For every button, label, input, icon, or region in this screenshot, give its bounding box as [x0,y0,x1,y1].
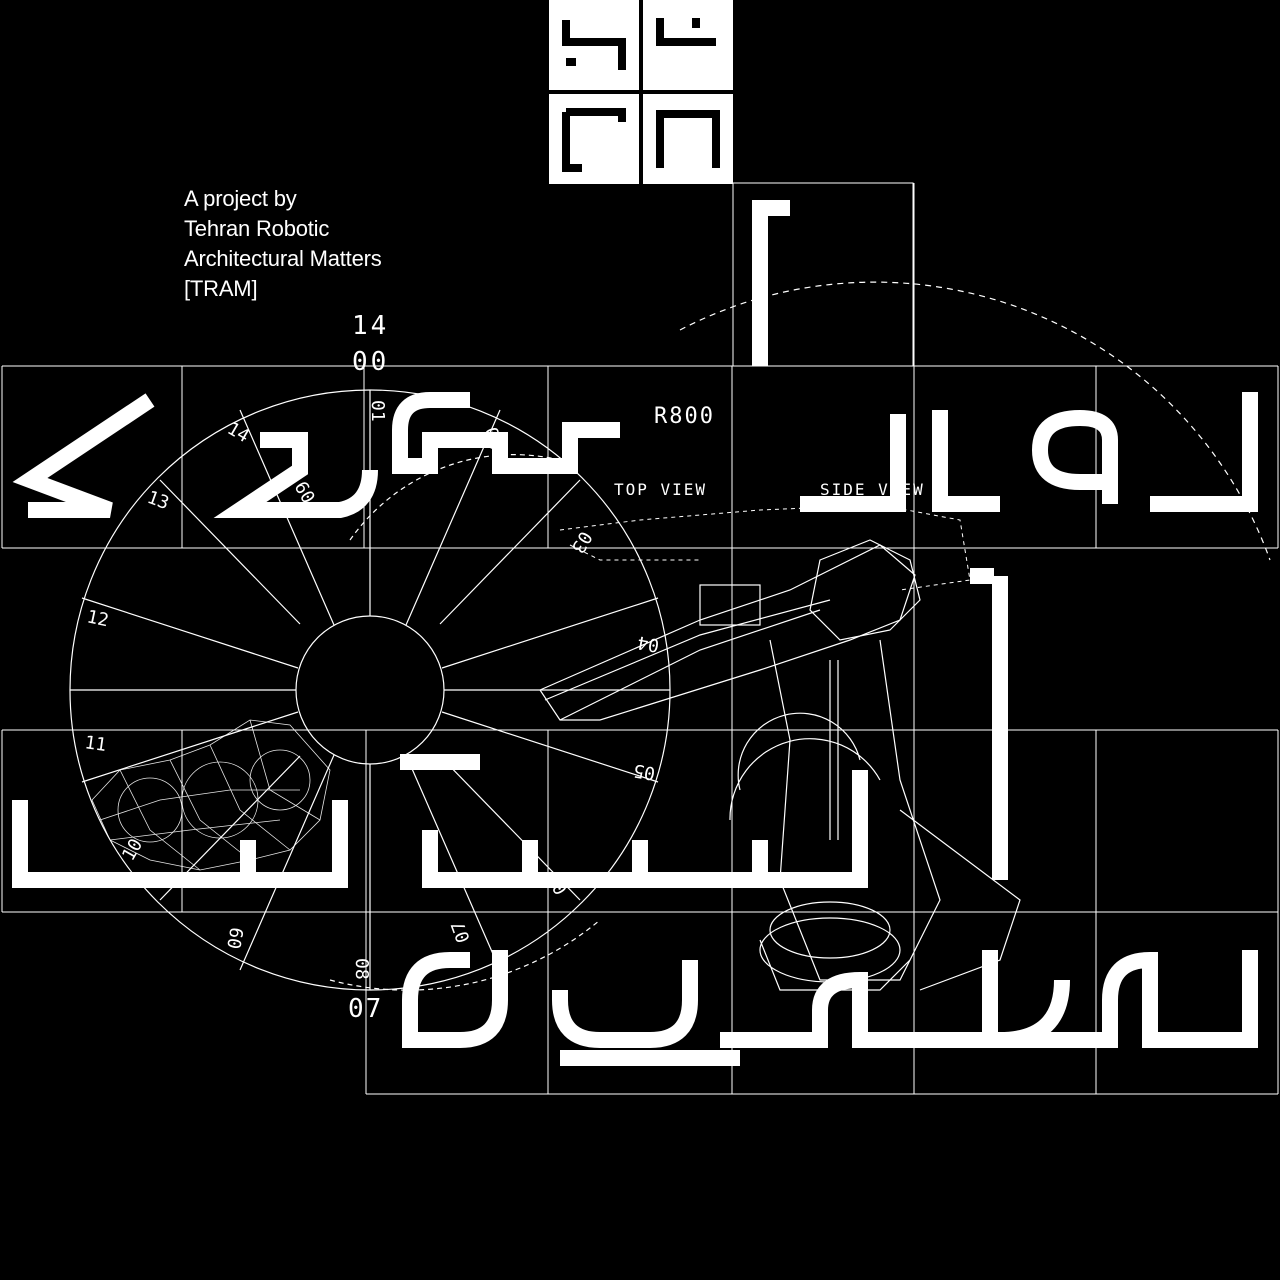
dial-diagram [69,281,1271,991]
radius-label: R800 [654,404,715,429]
tram-logo [549,0,733,184]
credit-line-3: Architectural Matters [184,246,382,271]
robot-arm-drawing [539,539,1021,991]
side-view-label: SIDE VIEW [820,480,925,499]
dial-label: 01 [367,400,388,422]
dial-label: 04 [636,631,661,655]
dial-label: 08 [351,958,372,980]
dial-label: 07 [448,918,475,946]
dial-label: 03 [567,528,596,557]
year-label: 14 00 [352,308,389,380]
dial-label: 11 [83,732,107,756]
dial-label: 09 [224,926,248,951]
top-view-label: TOP VIEW [614,480,708,499]
wireframe-rock [91,719,331,871]
year-top: 14 [352,311,390,341]
credit-line-2: Tehran Robotic [184,216,330,241]
dial-label: 05 [632,759,657,783]
dial-label: 12 [85,606,111,631]
year-bottom: 00 [352,347,390,377]
dial-label: 13 [144,487,172,514]
dial-label: 14 [224,418,253,447]
layout-grid [1,182,1279,1095]
year-small-label: 07 [348,994,384,1024]
project-credit: A project by Tehran Robotic Architectura… [184,184,382,304]
credit-line-4: [TRAM] [184,276,258,301]
credit-line-1: A project by [184,186,297,211]
title-lettering [12,200,1258,1066]
